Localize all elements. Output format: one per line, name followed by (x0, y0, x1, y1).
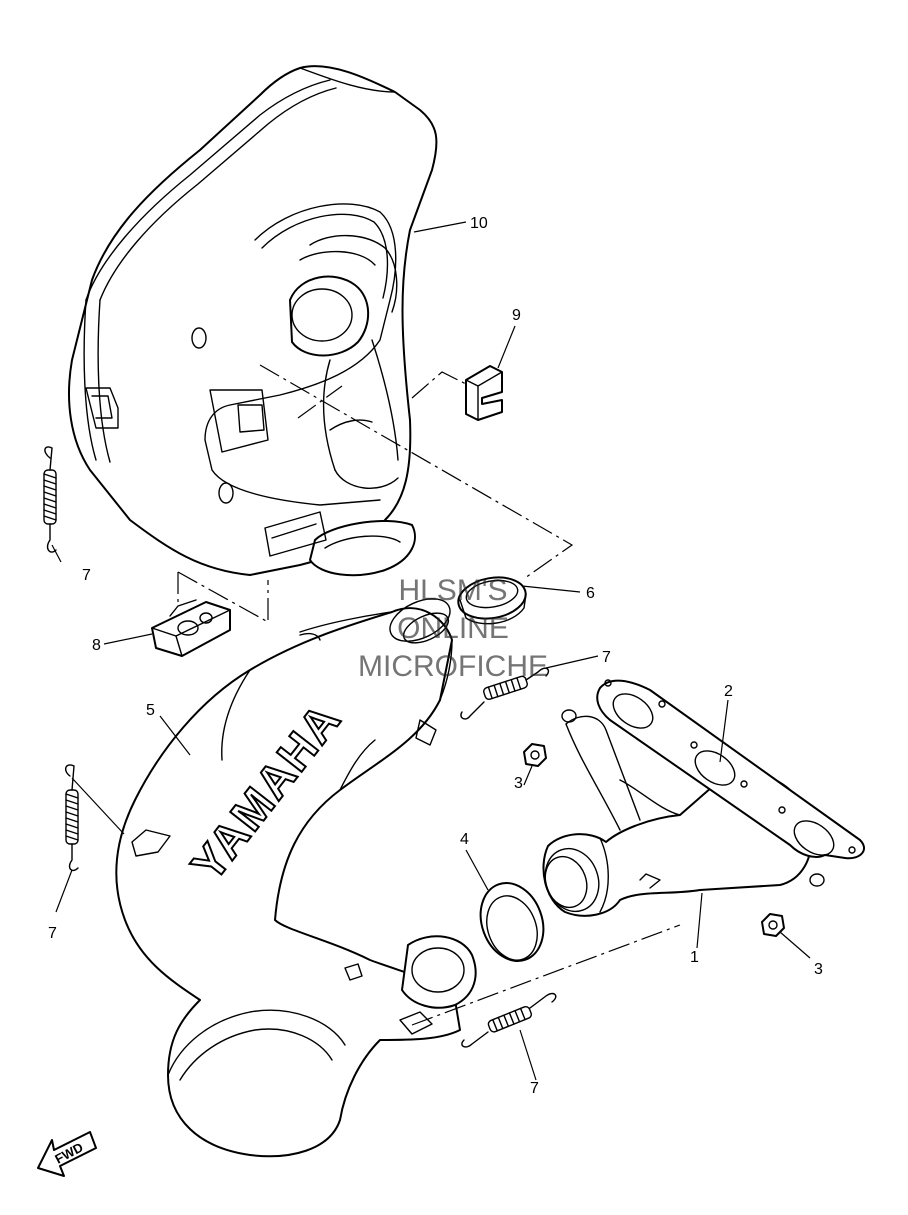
callout-3-lower: 3 (814, 961, 823, 978)
callout-5: 5 (146, 702, 155, 719)
watermark-line-2: ONLINE (397, 612, 509, 645)
callout-10: 10 (470, 215, 488, 232)
callout-3-upper: 3 (514, 775, 523, 792)
part-2-gasket (596, 679, 865, 860)
part-10-muffler-box (68, 65, 438, 577)
part-9-bracket (465, 365, 503, 421)
callout-labels: 10 9 7 8 6 7 5 2 3 4 7 1 3 7 (48, 215, 823, 1097)
watermark-line-3: MICROFICHE (358, 650, 548, 683)
part-6-joint-ring (457, 576, 527, 625)
part-7-spring-left-top (43, 446, 57, 553)
part-8-rubber-mount (151, 599, 231, 657)
part-7-spring-center-top (460, 667, 550, 720)
leader-lines (51, 221, 811, 1081)
callout-7-left-mid: 7 (48, 925, 57, 942)
callout-6: 6 (586, 585, 595, 602)
watermark: HLSM'S ONLINE MICROFICHE (358, 574, 548, 683)
part-3-nut-upper (523, 743, 547, 767)
part-7-spring-left-mid (64, 764, 79, 872)
callout-4: 4 (460, 831, 469, 848)
callout-9: 9 (512, 307, 521, 324)
callout-8: 8 (92, 637, 101, 654)
callout-7-left-top: 7 (82, 567, 91, 584)
fwd-arrow-icon: FWD (37, 1131, 97, 1177)
part-3-nut-lower (761, 913, 785, 937)
callout-7-bottom: 7 (530, 1080, 539, 1097)
watermark-line-1: HLSM'S (398, 574, 507, 607)
part-7-spring-bottom (461, 992, 557, 1048)
part-4-joint-ring (479, 882, 545, 962)
alignment-lines (177, 364, 681, 1026)
callout-7-center-top: 7 (602, 649, 611, 666)
callout-1: 1 (690, 949, 699, 966)
callout-2: 2 (724, 683, 733, 700)
